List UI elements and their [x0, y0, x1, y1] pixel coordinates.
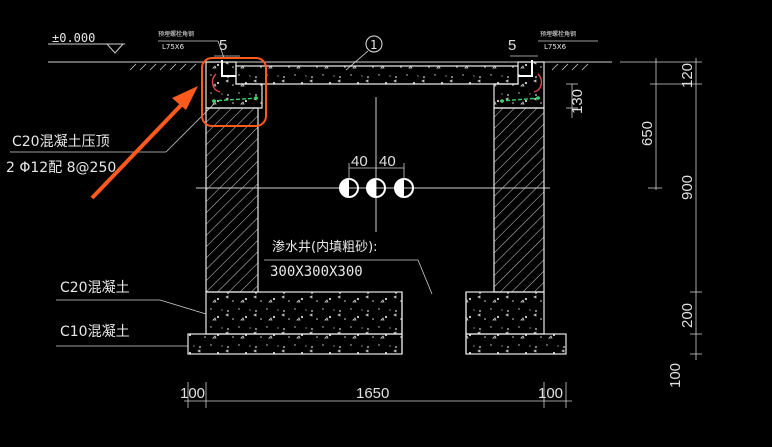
bed-right [465, 333, 567, 355]
pipe-dim-2: 40 [379, 153, 396, 170]
bed-left [187, 333, 403, 355]
rebar-right [499, 97, 541, 102]
dim-bottom-mid: 1650 [356, 385, 389, 402]
rebar-dot-left-2 [254, 96, 258, 100]
highlight-box [201, 57, 267, 127]
soil-hatch-left [129, 63, 197, 71]
right-wall [493, 107, 545, 293]
bed-label: C10混凝土 [60, 324, 130, 340]
bolt-note-right-size: L75X6 [544, 43, 567, 51]
base-right [465, 291, 545, 335]
cap-label: C20混凝土压顶 [12, 134, 110, 150]
angle-steel-right-icon [518, 60, 533, 77]
edge-dim-right: 5 [508, 37, 516, 54]
sump-size: 300X300X300 [270, 264, 363, 280]
cap-rebar: 2 Φ12配 8@250 [6, 160, 116, 176]
anchor-bolt-right-icon [533, 73, 543, 93]
pipe-3-fill [395, 179, 404, 197]
pipe-dim-1: 40 [351, 153, 368, 170]
dim-bottom-right: 100 [538, 385, 563, 402]
bolt-note-left: 预埋螺栓角钢 [158, 30, 194, 38]
rebar-dot-right-2 [536, 96, 540, 100]
dim-120: 120 [679, 63, 696, 88]
dim-130: 130 [569, 89, 586, 114]
pipe-2-fill [367, 179, 376, 197]
pipe-1-fill [340, 179, 349, 197]
dim-100: 100 [667, 363, 684, 388]
base-left [205, 291, 403, 335]
angle-steel-left-icon [221, 60, 236, 77]
dim-900: 900 [679, 175, 696, 200]
section-marker-leader [345, 50, 369, 71]
base-label-leader-2 [159, 299, 207, 315]
top-slab [235, 65, 519, 85]
level-triangle-icon [106, 43, 124, 54]
rebar-dot-right-1 [500, 99, 504, 103]
edge-dim-left: 5 [219, 37, 227, 54]
cap-label-leader-2 [165, 103, 215, 153]
sump-label: 渗水井(内填粗砂): [272, 239, 378, 255]
section-marker-number: 1 [370, 38, 377, 52]
anchor-bolt-left-icon [211, 73, 221, 93]
bolt-note-left-size: L75X6 [162, 43, 185, 51]
soil-hatch-right [551, 63, 589, 71]
section-marker-circle [365, 35, 383, 53]
bolt-note-left-leader-2 [217, 40, 225, 59]
bolt-note-right: 预埋螺栓角钢 [540, 30, 576, 38]
dim-650: 650 [639, 121, 656, 146]
left-wall [205, 107, 259, 293]
dim-200: 200 [679, 303, 696, 328]
sump-leader-2 [417, 259, 433, 295]
base-label: C20混凝土 [60, 280, 130, 296]
highlight-arrow-shaft [90, 98, 188, 200]
highlight-arrow-head-icon [172, 86, 198, 110]
rebar-dot-left-1 [212, 99, 216, 103]
rebar-left [211, 97, 259, 102]
dim-bottom-left: 100 [180, 385, 205, 402]
level-label: ±0.000 [52, 31, 95, 45]
